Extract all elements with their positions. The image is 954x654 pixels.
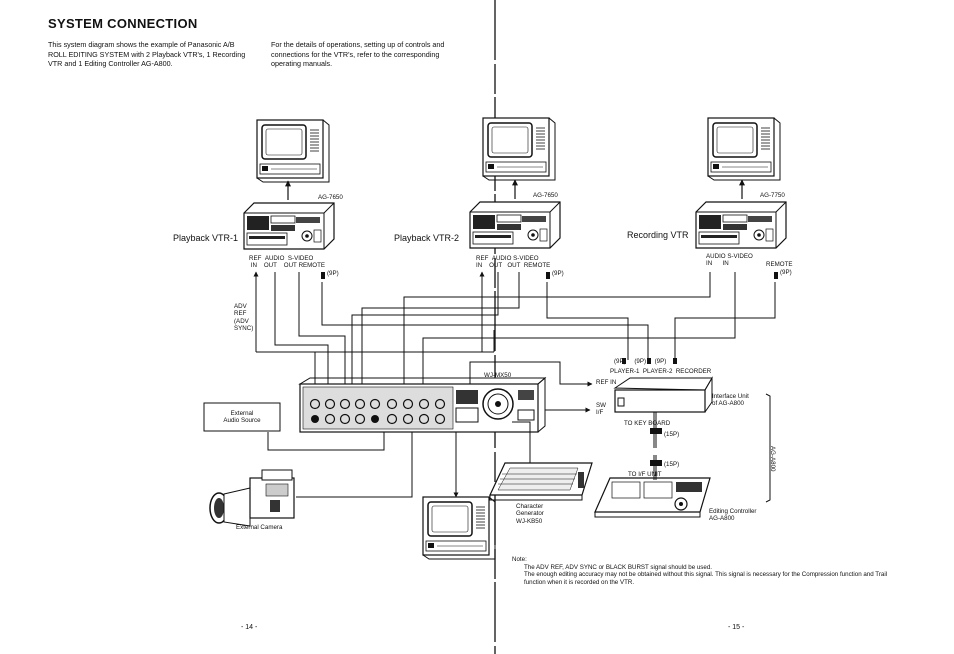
vtr1-name: Playback VTR-1 — [173, 233, 239, 243]
to-keyboard-label: TO KEY BOARD — [624, 420, 671, 427]
page-number-left: - 14 - — [241, 624, 258, 631]
side-label: AG-A800 — [769, 446, 776, 472]
vtr1-remote-pins: (9P) — [327, 270, 339, 277]
vtr2-model: AG-7650 — [533, 192, 558, 199]
p15-label-b: (15P) — [664, 461, 680, 468]
vtr1-ports: REF AUDIO S-VIDEO IN OUT OUT REMOTE — [249, 255, 326, 270]
vtr2-ports: REF AUDIO S-VIDEO IN OUT OUT REMOTE — [476, 255, 551, 270]
intro-left-line: ROLL EDITING SYSTEM with 2 Playback VTR'… — [48, 49, 246, 59]
intro-left-line: This system diagram shows the example of… — [48, 40, 235, 49]
vtr2-remote-pins: (9P) — [552, 270, 564, 277]
note-body: The ADV REF, ADV SYNC or BLACK BURST sig… — [524, 564, 887, 586]
note-line: function when it is recorded on the VTR. — [524, 578, 635, 586]
vtr2-name: Playback VTR-2 — [394, 233, 460, 243]
note-line: The enough editing accuracy may not be o… — [524, 571, 888, 579]
note-label: Note: — [512, 556, 527, 563]
player-labels: PLAYER-1 PLAYER-2 RECORDER — [610, 368, 712, 375]
ports-9p: (9P) (9P) (9P) — [614, 358, 667, 365]
intro-left: This system diagram shows the example of… — [48, 40, 245, 69]
page-title: SYSTEM CONNECTION — [48, 16, 198, 31]
note-line: The ADV REF, ADV SYNC or BLACK BURST sig… — [524, 564, 712, 571]
mixer-device — [298, 376, 547, 433]
intro-right-line: operating manuals. — [271, 59, 333, 69]
camera-device — [209, 469, 295, 527]
vtr1-model: AG-7650 — [318, 194, 343, 201]
page-number-right: - 15 - — [728, 624, 745, 631]
recorder-ports: AUDIO S-VIDEO IN IN — [706, 253, 753, 268]
interface-unit-device — [613, 376, 713, 413]
editing-controller-device — [594, 477, 711, 518]
recorder-remote: REMOTE — [766, 261, 793, 268]
recorder-model: AG-7750 — [760, 192, 785, 199]
character-generator-device — [489, 462, 593, 501]
intro-left-line: VTR and 1 Editing Controller AG-A800. — [48, 59, 173, 69]
intro-right: For the details of operations, setting u… — [271, 40, 444, 69]
p15-label-a: (15P) — [664, 431, 680, 438]
recorder-name: Recording VTR — [627, 230, 689, 240]
recorder-remote-pins: (9P) — [780, 269, 792, 276]
to-if-label: TO I/F UNIT — [628, 471, 662, 478]
intro-right-line: connections for the VTR's, refer to the … — [271, 49, 440, 59]
mixer-model: WJ-MX50 — [484, 372, 512, 379]
ref-in-label: REF IN — [596, 379, 617, 386]
ext-camera-label: External Camera — [236, 524, 283, 531]
intro-right-line: For the details of operations, setting u… — [271, 40, 445, 49]
